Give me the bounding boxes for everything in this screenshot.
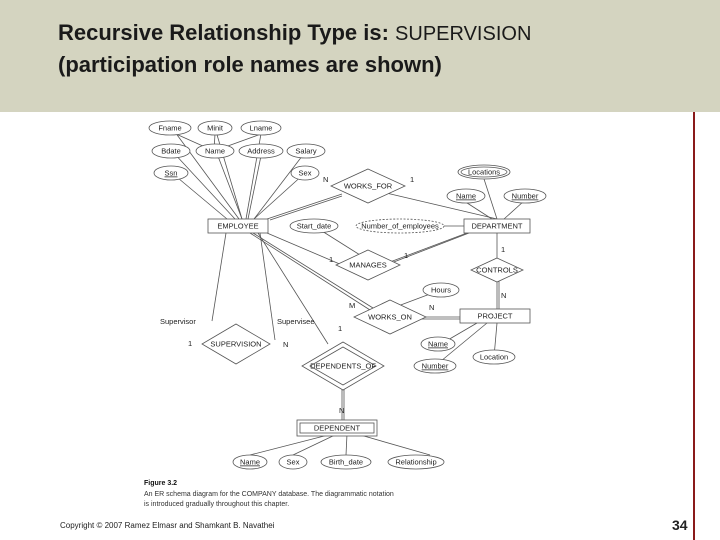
card-works-on-m: M: [349, 301, 355, 310]
attr-dept-number-oval: [503, 188, 547, 204]
rel-controls: CONTROLS: [476, 266, 518, 275]
attr-locations-inner-oval: [460, 166, 508, 178]
role-supervisee: Supervisee: [277, 317, 315, 326]
entity-boxes: [207, 218, 531, 437]
rel-manages-diamond: [335, 249, 401, 281]
accent-bar: [693, 112, 695, 540]
attr-name: Name: [205, 147, 225, 156]
rel-supervision: SUPERVISION: [210, 340, 261, 349]
attr-start-date: Start_date: [297, 222, 332, 231]
rel-dependents-of-inner: [309, 346, 377, 386]
attr-birth-date-oval: [320, 454, 372, 470]
attr-hours: Hours: [431, 286, 451, 295]
rel-dependents-of: DEPENDENTS_OF: [310, 362, 376, 371]
card-manages-1a: 1: [329, 255, 333, 264]
attr-sex: Sex: [299, 169, 312, 178]
attr-locations: Locations: [468, 168, 500, 177]
card-works-for-1: 1: [410, 175, 414, 184]
attr-start-date-oval: [289, 218, 339, 234]
attr-dep-sex: Sex: [287, 458, 300, 467]
figure-number: Figure 3.2: [144, 480, 177, 487]
card-works-for-n: N: [323, 175, 328, 184]
card-supervision-n: N: [283, 340, 288, 349]
attr-proj-location: Location: [480, 353, 508, 362]
attr-sex-oval: [290, 165, 320, 181]
attr-dept-number: Number: [512, 192, 539, 201]
attr-lname-oval: [240, 120, 282, 136]
entity-project-box: [459, 308, 531, 324]
card-dependents-n: N: [339, 406, 344, 415]
attr-dept-name-oval: [446, 188, 486, 204]
card-manages-1b: 1: [404, 251, 408, 260]
title-emphasis: SUPERVISION: [395, 23, 532, 45]
entity-project: PROJECT: [477, 312, 512, 321]
title-main: Recursive Relationship Type is:: [58, 20, 389, 45]
card-controls-n: N: [501, 291, 506, 300]
attr-fname-oval: [148, 120, 192, 136]
attr-num-employees: Number_of_employees: [361, 222, 439, 231]
relationship-diamonds: [201, 168, 524, 391]
attr-ssn: Ssn: [165, 169, 178, 178]
title-bar: [0, 0, 720, 112]
card-supervision-1: 1: [188, 339, 192, 348]
attr-dept-name: Name: [456, 192, 476, 201]
attr-bdate-oval: [151, 143, 191, 159]
attr-birth-date: Birth_date: [329, 458, 363, 467]
rel-supervision-diamond: [201, 323, 271, 365]
attr-salary-oval: [286, 143, 326, 159]
attr-relationship-oval: [387, 454, 445, 470]
attr-hours-oval: [422, 282, 460, 298]
rel-works-on-diamond: [353, 299, 427, 335]
attr-dep-name-oval: [232, 454, 268, 470]
rel-manages: MANAGES: [349, 261, 387, 270]
entity-dependent: DEPENDENT: [314, 424, 361, 433]
rel-controls-diamond: [470, 257, 524, 283]
page-number: 34: [672, 517, 688, 533]
attr-minit-oval: [197, 120, 233, 136]
rel-works-on: WORKS_ON: [368, 313, 412, 322]
attr-proj-number: Number: [422, 362, 449, 371]
figure-caption-line2: is introduced gradually throughout this …: [144, 501, 289, 508]
attr-address: Address: [247, 147, 275, 156]
role-supervisor: Supervisor: [160, 317, 196, 326]
attr-lname: Lname: [250, 124, 273, 133]
attr-num-employees-oval: [355, 218, 445, 234]
attr-name-oval: [195, 143, 235, 159]
entity-department: DEPARTMENT: [472, 222, 523, 231]
attr-salary: Salary: [295, 147, 317, 156]
entity-dependent-inner-box: [299, 422, 375, 434]
card-dependents-1: 1: [338, 324, 342, 333]
attr-address-oval: [238, 143, 284, 159]
copyright-notice: Copyright © 2007 Ramez Elmasr and Shamka…: [60, 521, 275, 530]
attr-fname: Fname: [158, 124, 181, 133]
figure-caption-line1: An ER schema diagram for the COMPANY dat…: [144, 491, 394, 498]
attr-proj-number-oval: [413, 358, 457, 374]
attr-minit: Minit: [207, 124, 224, 133]
connector-lines: [171, 127, 525, 456]
slide-subtitle: (participation role names are shown): [58, 52, 442, 77]
er-diagram-svg: Fname Minit Lname Bdate Name Address Sal…: [144, 120, 547, 508]
attr-ssn-oval: [153, 165, 189, 181]
attr-dep-sex-oval: [278, 454, 308, 470]
attr-dep-name: Name: [240, 458, 260, 467]
entity-employee-box: [207, 218, 269, 234]
rel-works-for: WORKS_FOR: [344, 182, 393, 191]
er-diagram: Fname Minit Lname Bdate Name Address Sal…: [142, 112, 562, 522]
attr-proj-name: Name: [428, 340, 448, 349]
attr-proj-location-oval: [472, 349, 516, 365]
entity-employee: EMPLOYEE: [217, 222, 258, 231]
attribute-ovals: [148, 120, 547, 470]
card-works-on-n: N: [429, 303, 434, 312]
entity-department-box: [463, 218, 531, 234]
slide-title: Recursive Relationship Type is: SUPERVIS…: [58, 20, 531, 46]
attr-relationship: Relationship: [395, 458, 436, 467]
rel-works-for-diamond: [330, 168, 406, 204]
card-controls-1: 1: [501, 245, 505, 254]
attr-proj-name-oval: [420, 336, 456, 352]
attr-bdate: Bdate: [161, 147, 181, 156]
